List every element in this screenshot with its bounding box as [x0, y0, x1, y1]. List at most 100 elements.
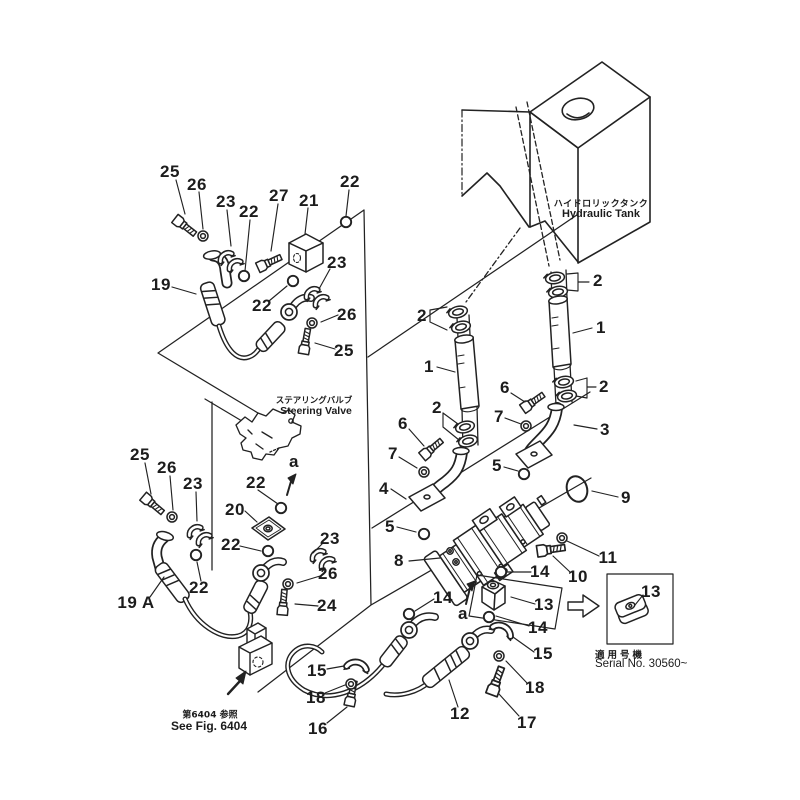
callout-5: 5: [492, 456, 502, 475]
callout-11: 11: [598, 548, 618, 567]
valve-caption-en: Steering Valve: [280, 405, 352, 417]
elbow-tube-4: [408, 446, 470, 512]
callout-13: 13: [641, 582, 661, 601]
oring-22: [286, 274, 300, 288]
callout-22: 22: [221, 535, 241, 554]
oring-5: [517, 467, 531, 481]
hydraulic-tank: [461, 61, 651, 264]
box-13-outline: [468, 574, 563, 630]
callout-26: 26: [337, 305, 357, 324]
serial-no-box: [606, 573, 674, 645]
hose-19a: [151, 530, 287, 640]
callout-22: 22: [252, 296, 272, 315]
pointer-arrows: [226, 473, 476, 696]
oring-22: [237, 269, 251, 283]
callout-1: 1: [596, 318, 606, 337]
callout-26: 26: [187, 175, 207, 194]
bolt-6: [418, 435, 446, 462]
callout-9: 9: [621, 488, 631, 507]
callout-13: 13: [534, 595, 554, 614]
callout-14: 14: [433, 588, 453, 607]
callout-18: 18: [306, 688, 326, 707]
bolt-17: [484, 664, 508, 698]
hose-clamp: [452, 418, 477, 436]
hose-column-left: [408, 303, 480, 512]
callout-8: 8: [394, 551, 404, 570]
valve-caption-jp: ステアリングバルブ: [275, 396, 353, 406]
callout-6: 6: [500, 378, 510, 397]
callout-10: 10: [568, 567, 588, 586]
callout-7: 7: [494, 407, 504, 426]
steering-valve: [235, 408, 302, 461]
callout-19: 19: [151, 275, 171, 294]
hose-clamp: [554, 388, 579, 405]
bolt-25: [139, 491, 167, 518]
oring-22: [339, 215, 353, 229]
valve-block-13: [481, 579, 506, 611]
callout-18: 18: [525, 678, 545, 697]
washer-26: [166, 511, 178, 523]
hose-1-left: [454, 336, 480, 410]
callout-2: 2: [417, 306, 427, 325]
serial-part-13: [614, 594, 649, 625]
washer-26: [197, 230, 209, 242]
serial-caption-en: Serial No. 30560~: [595, 658, 688, 670]
callout-15: 15: [307, 661, 327, 680]
hose-12: [285, 612, 495, 699]
washer-18: [493, 650, 505, 662]
tank-filler-hole: [561, 97, 595, 121]
callout-19A: 19 A: [117, 593, 155, 612]
callout-2: 2: [599, 377, 609, 396]
serial-no-box-group: [567, 573, 674, 645]
callout-a: a: [289, 452, 299, 471]
banjo-fitting: [280, 303, 298, 321]
callout-15: 15: [533, 644, 553, 663]
see-fig-arrow: [226, 679, 242, 696]
fig-ref-caption-en: See Fig. 6404: [170, 719, 248, 733]
see-fig-bracket: [238, 622, 273, 676]
callout-2: 2: [593, 271, 603, 290]
bolt-6: [518, 389, 548, 415]
clamp-23: [195, 531, 213, 547]
callout-25: 25: [130, 445, 150, 464]
callout-23: 23: [320, 529, 340, 548]
callout-22: 22: [340, 172, 360, 191]
serial-caption-jp: 適用号機: [595, 650, 646, 661]
oring-14: [402, 607, 416, 621]
callout-20: 20: [225, 500, 245, 519]
oring-14: [494, 565, 508, 579]
callout-21: 21: [299, 191, 319, 210]
callout-27: 27: [269, 186, 289, 205]
callout-22: 22: [239, 202, 259, 221]
washer-7: [520, 420, 532, 432]
oring-5: [417, 527, 431, 541]
washer-26: [282, 578, 294, 590]
callout-16: 16: [308, 719, 328, 738]
callout-24: 24: [317, 596, 337, 615]
callout-23: 23: [216, 192, 236, 211]
valve-block-13-group: [468, 574, 563, 630]
tank-caption-en: Hydraulic Tank: [561, 208, 641, 220]
callout-14: 14: [528, 618, 548, 637]
callout-23: 23: [327, 253, 347, 272]
callout-5: 5: [385, 517, 395, 536]
hidden-pipe-lines: [465, 101, 561, 303]
hose-clamp: [542, 270, 567, 287]
callout-12: 12: [450, 704, 470, 723]
callout-23: 23: [183, 474, 203, 493]
washer-26: [306, 317, 318, 329]
hose-1-right: [548, 297, 572, 368]
block-21: [288, 233, 324, 273]
hose-column-right: [515, 269, 579, 469]
callout-25: 25: [160, 162, 180, 181]
callout-22: 22: [246, 473, 266, 492]
callout-22: 22: [189, 578, 209, 597]
bolt-10: [535, 541, 567, 558]
bracket-lines: [429, 272, 597, 441]
callout-6: 6: [398, 414, 408, 433]
callout-4: 4: [379, 479, 389, 498]
tank-caption-jp: ハイドロリックタンク: [553, 199, 649, 210]
block-20: [251, 516, 286, 541]
